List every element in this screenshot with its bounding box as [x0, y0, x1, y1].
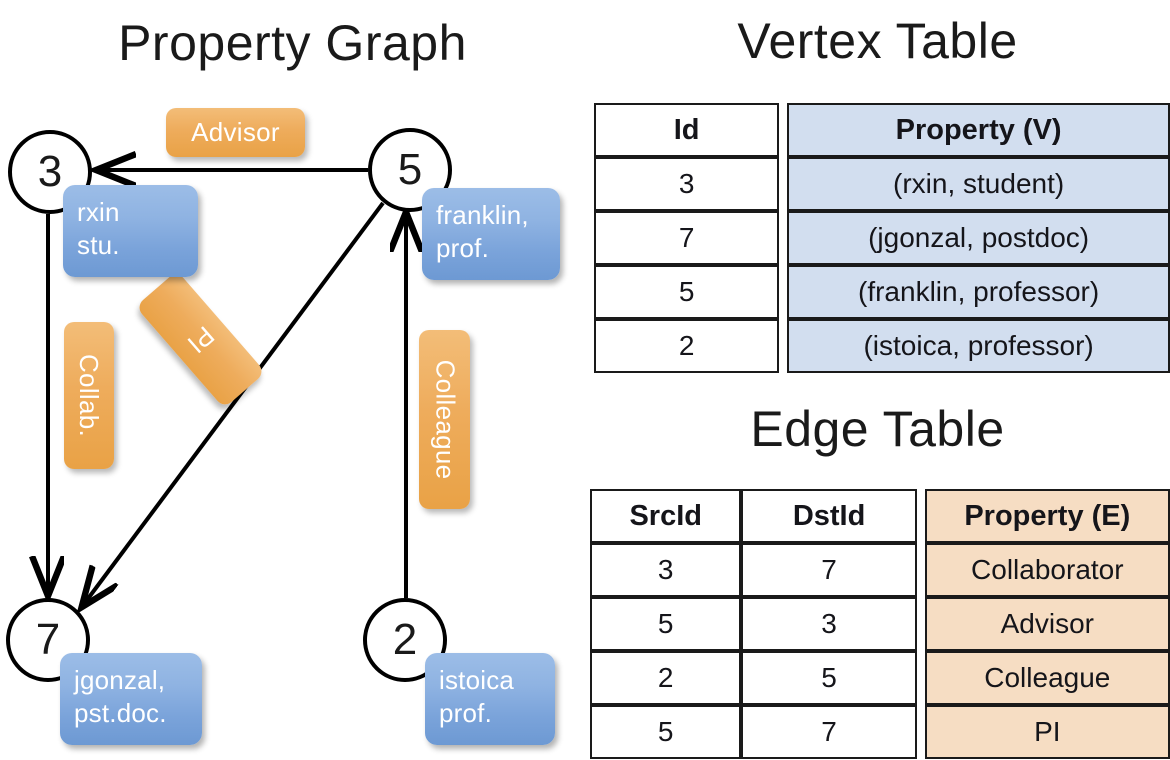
edge-table-cell-srcid: 5: [590, 597, 742, 651]
page-title-vertex-table: Vertex Table: [737, 13, 1018, 69]
column-spacer: [779, 103, 787, 157]
edge-table: SrcId DstId Property (E) 3 7 Collaborato…: [590, 489, 1170, 759]
table-row: 5 3 Advisor: [590, 597, 1170, 651]
vertex-property-box-5-line1: franklin,: [436, 200, 529, 230]
table-row: 2 5 Colleague: [590, 651, 1170, 705]
edge-table-cell-srcid: 3: [590, 543, 742, 597]
property-graph-diagram: 3 5 7 2 Advisor Collab. PI Colleague rxi…: [0, 0, 585, 760]
vertex-table-cell-property: (franklin, professor): [787, 265, 1170, 319]
vertex-table-header-id: Id: [594, 103, 780, 157]
table-row: 5 7 PI: [590, 705, 1170, 759]
graph-node-5[interactable]: 5: [368, 128, 452, 212]
edge-table-cell-dstid: 7: [741, 705, 917, 759]
vertex-table: Id Property (V) 3 (rxin, student) 7 (jgo…: [594, 103, 1170, 373]
graph-edges-svg: [0, 0, 585, 760]
table-row: 3 (rxin, student): [594, 157, 1170, 211]
column-spacer: [779, 157, 787, 211]
column-spacer: [917, 543, 925, 597]
edge-table-cell-dstid: 7: [741, 543, 917, 597]
page-title-edge-table: Edge Table: [750, 401, 1005, 457]
edge-table-cell-dstid: 3: [741, 597, 917, 651]
edge-table-header-dstid: DstId: [741, 489, 917, 543]
vertex-table-cell-property: (istoica, professor): [787, 319, 1170, 373]
column-spacer: [917, 489, 925, 543]
edge-label-colleague-text: Colleague: [430, 359, 461, 480]
table-row: 7 (jgonzal, postdoc): [594, 211, 1170, 265]
vertex-table-cell-property: (jgonzal, postdoc): [787, 211, 1170, 265]
column-spacer: [917, 597, 925, 651]
edge-label-pi-text: PI: [181, 320, 221, 360]
page-title-property-graph: Property Graph: [118, 15, 467, 71]
vertex-property-box-2-line2: prof.: [439, 697, 493, 728]
edge-table-cell-dstid: 5: [741, 651, 917, 705]
table-row: 5 (franklin, professor): [594, 265, 1170, 319]
vertex-property-box-3-line2: stu.: [77, 229, 120, 260]
vertex-property-box-2-line1: istoica: [439, 665, 515, 695]
edge-label-collab[interactable]: Collab.: [64, 322, 114, 469]
edge-label-advisor[interactable]: Advisor: [166, 108, 305, 157]
edge-label-colleague[interactable]: Colleague: [419, 330, 470, 509]
edge-table-cell-property: PI: [924, 705, 1170, 759]
vertex-property-box-3-line1: rxin: [77, 197, 120, 227]
edge-table-cell-property: Advisor: [924, 597, 1170, 651]
table-header-row: SrcId DstId Property (E): [590, 489, 1170, 543]
table-row: 3 7 Collaborator: [590, 543, 1170, 597]
edge-label-collab-text: Collab.: [74, 353, 105, 438]
vertex-property-box-5[interactable]: franklin, prof.: [422, 188, 560, 280]
vertex-property-box-7[interactable]: jgonzal, pst.doc.: [60, 653, 202, 745]
vertex-table-cell-id: 5: [594, 265, 780, 319]
edge-table-header-property: Property (E): [924, 489, 1170, 543]
vertex-property-box-7-line1: jgonzal,: [74, 665, 166, 695]
column-spacer: [917, 705, 925, 759]
edge-table-cell-srcid: 2: [590, 651, 742, 705]
vertex-table-cell-property: (rxin, student): [787, 157, 1170, 211]
column-spacer: [779, 319, 787, 373]
edge-table-cell-property: Collaborator: [924, 543, 1170, 597]
edge-5-to-7: [84, 201, 385, 604]
edge-table-cell-srcid: 5: [590, 705, 742, 759]
table-row: 2 (istoica, professor): [594, 319, 1170, 373]
vertex-property-box-5-line2: prof.: [436, 232, 490, 263]
vertex-property-box-7-line2: pst.doc.: [74, 697, 167, 728]
vertex-table-cell-id: 3: [594, 157, 780, 211]
edge-table-header-srcid: SrcId: [590, 489, 742, 543]
graph-node-2[interactable]: 2: [363, 598, 447, 682]
vertex-table-header-property: Property (V): [787, 103, 1170, 157]
column-spacer: [779, 265, 787, 319]
vertex-table-cell-id: 2: [594, 319, 780, 373]
edge-table-cell-property: Colleague: [924, 651, 1170, 705]
column-spacer: [917, 651, 925, 705]
vertex-property-box-2[interactable]: istoica prof.: [425, 653, 555, 745]
table-header-row: Id Property (V): [594, 103, 1170, 157]
edge-label-advisor-text: Advisor: [191, 117, 280, 147]
vertex-table-cell-id: 7: [594, 211, 780, 265]
column-spacer: [779, 211, 787, 265]
vertex-property-box-3[interactable]: rxin stu.: [63, 185, 198, 277]
